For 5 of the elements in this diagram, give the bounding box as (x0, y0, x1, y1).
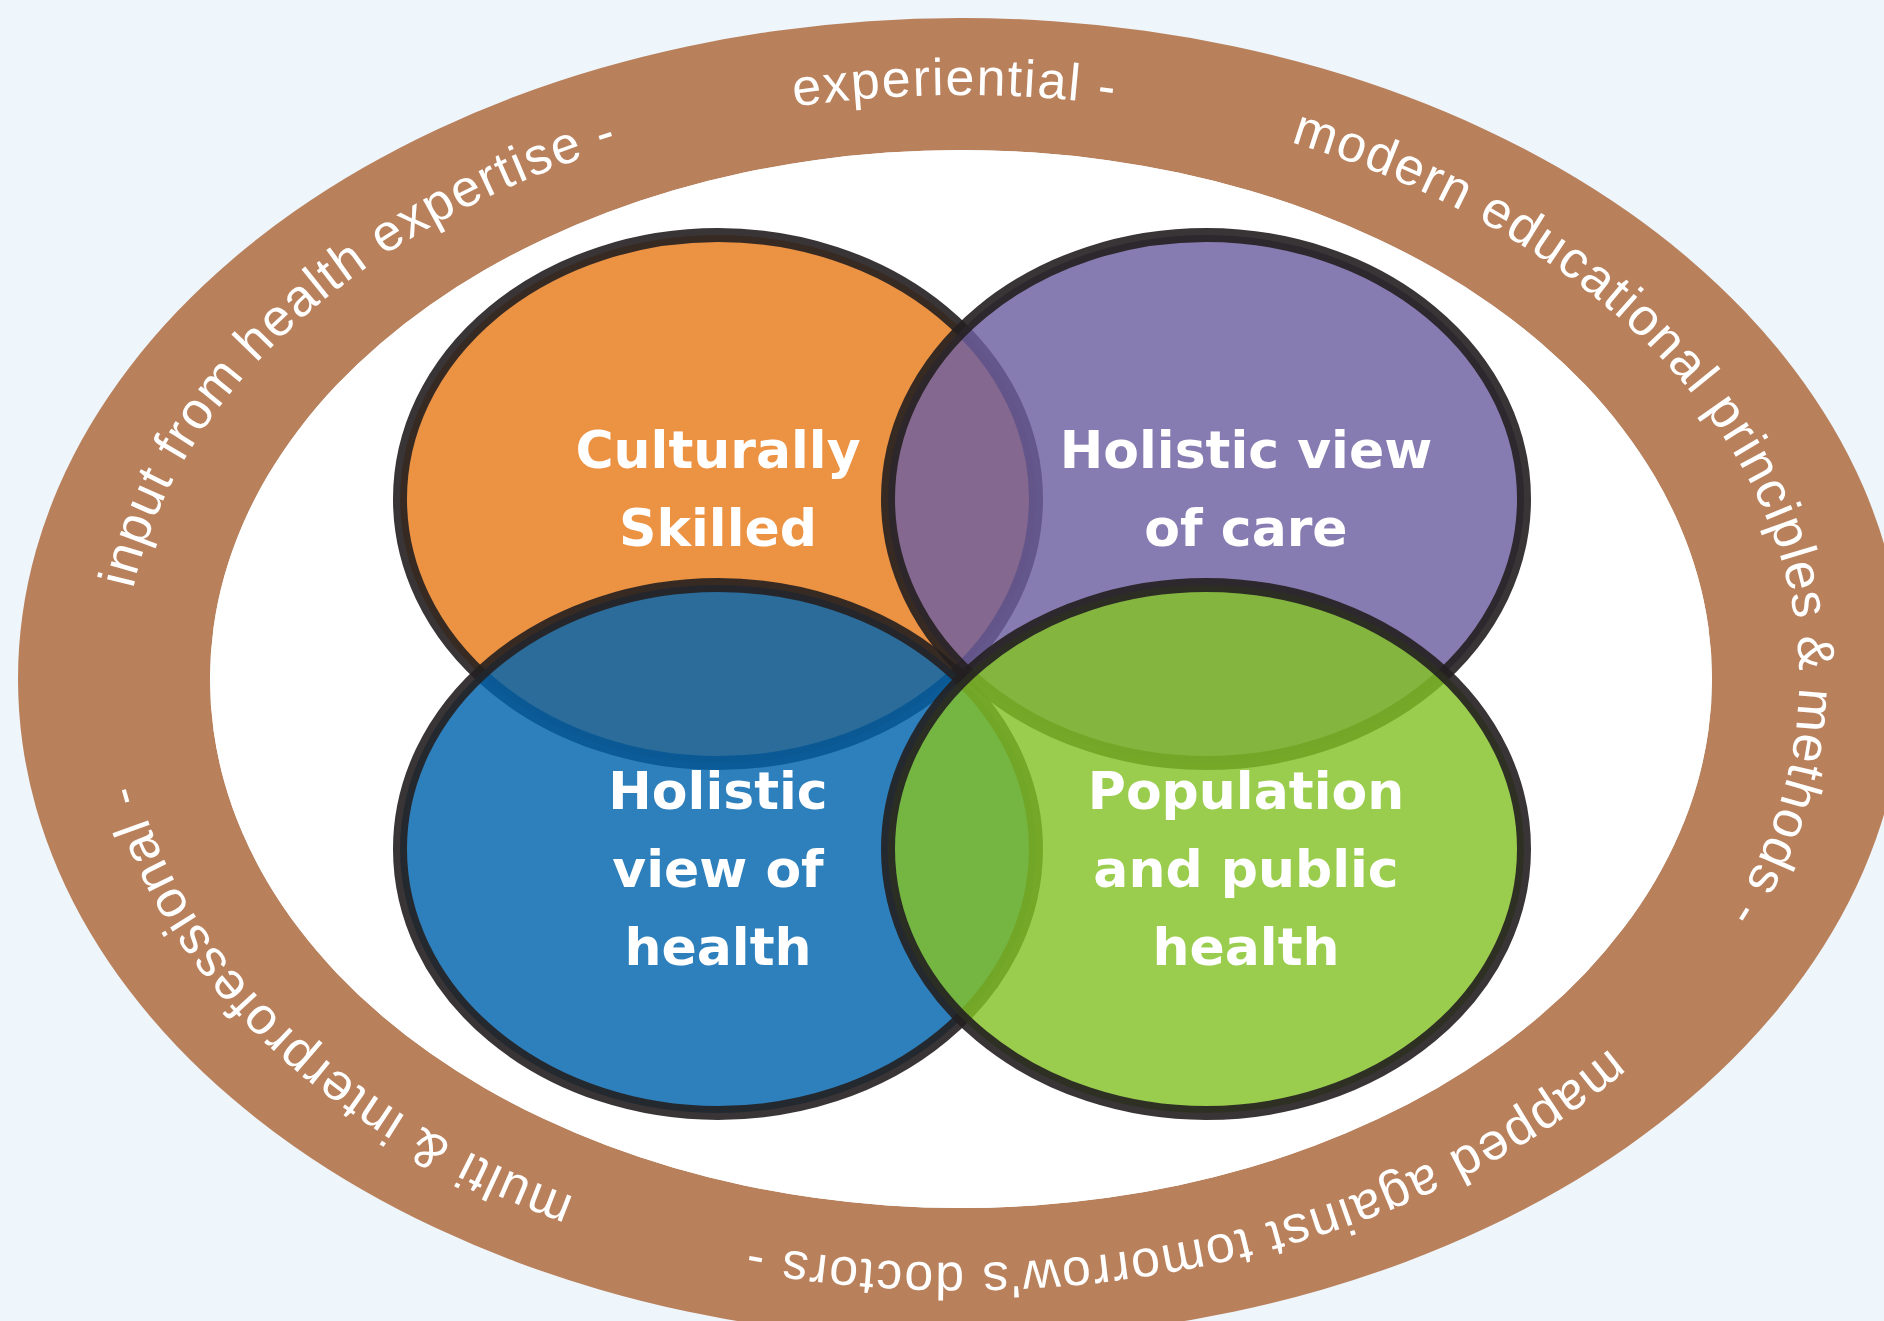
circle-label: Culturally Skilled (574, 419, 862, 560)
ring-text: experiential - (788, 47, 1122, 118)
circle-label: Population and public health (1086, 760, 1406, 979)
circle-label: Holistic view of health (607, 760, 829, 979)
circle-label: Holistic view of care (1058, 419, 1434, 560)
